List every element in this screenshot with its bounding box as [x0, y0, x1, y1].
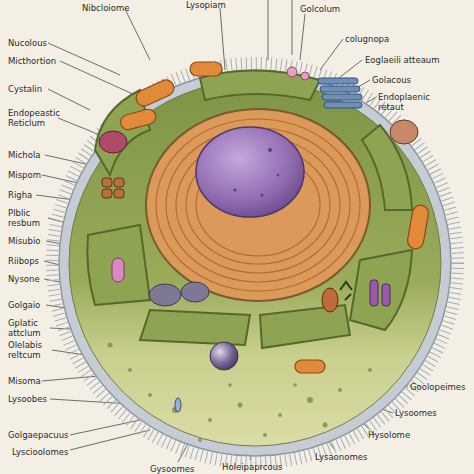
- part-label: Mispom: [8, 170, 41, 180]
- part-label: Misubio: [8, 236, 40, 246]
- part-label: Gysoomes: [150, 464, 194, 474]
- part-label: Lysaonomes: [315, 452, 367, 462]
- part-label: Lysoobes: [8, 394, 47, 404]
- part-label: Misoma: [8, 376, 41, 386]
- part-label: Micthortion: [8, 56, 56, 66]
- part-label: Golgaio: [8, 300, 40, 310]
- part-label: Endopeastic Reticlum: [8, 108, 66, 128]
- part-label: Michola: [8, 150, 41, 160]
- part-label: Golcolum: [300, 4, 340, 14]
- part-label: Nysone: [8, 274, 40, 284]
- part-label: Lysopiam: [186, 0, 226, 10]
- part-label: Riibops: [8, 256, 39, 266]
- part-label: Lysoomes: [395, 408, 437, 418]
- part-label: Holeipaprcous: [222, 462, 283, 472]
- part-label: Golgaepacuus: [8, 430, 68, 440]
- part-label: Goolopeimes: [410, 382, 465, 392]
- part-label: Lyscioolomes: [12, 447, 68, 457]
- part-label: Cystalin: [8, 84, 42, 94]
- part-label: Eoglaeili atteaum: [365, 55, 465, 65]
- part-label: Endoplaenic retaut: [378, 92, 440, 112]
- part-label: Golacous: [372, 75, 411, 85]
- part-label: Hysolome: [368, 430, 410, 440]
- part-label: Olelabis reltcum: [8, 340, 58, 360]
- part-label: Plblic resbum: [8, 208, 53, 228]
- part-label: Nibcloiome: [82, 3, 129, 13]
- part-label: colugnopa: [345, 34, 389, 44]
- part-label: Nucolous: [8, 38, 47, 48]
- part-label: Righa: [8, 190, 32, 200]
- part-label: Gplatic attclum: [8, 318, 56, 338]
